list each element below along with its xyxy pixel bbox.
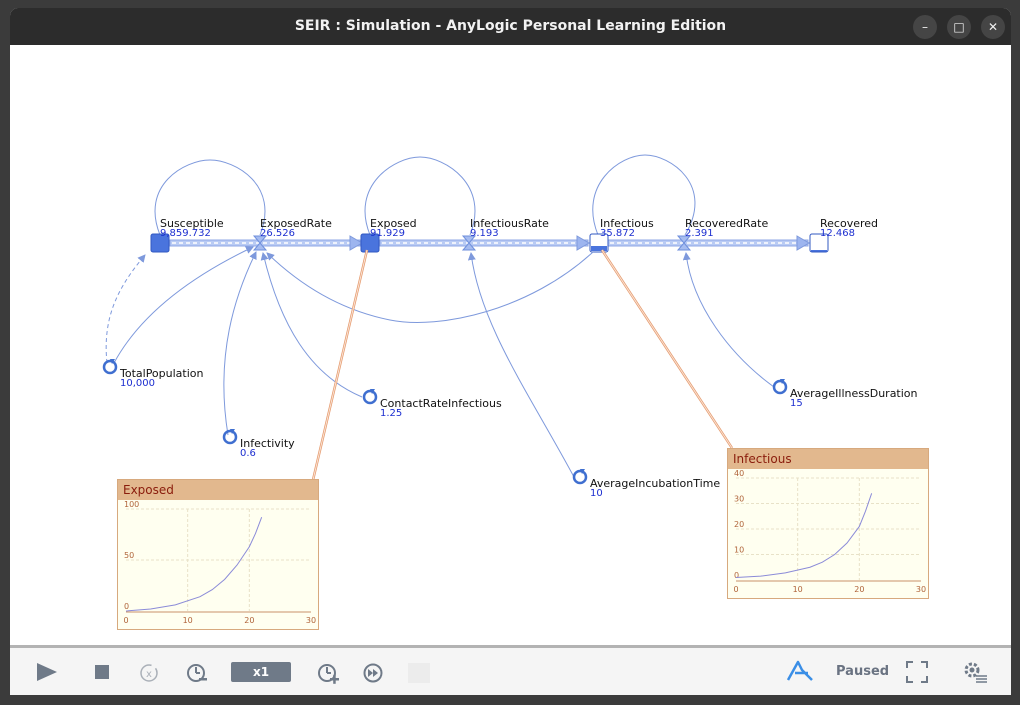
parameter-contactrateinfectious-value: 1.25 bbox=[380, 408, 403, 419]
toolbar-separator bbox=[10, 645, 1011, 648]
infectious-chart-title: Infectious bbox=[728, 449, 928, 469]
flow-pipe-exposed bbox=[169, 235, 363, 251]
y-tick-label: 10 bbox=[734, 546, 744, 555]
link-loop-exposed bbox=[364, 156, 476, 236]
flow-recoveredrate-label: RecoveredRate bbox=[685, 217, 769, 230]
valve-infectiousrate-icon[interactable] bbox=[461, 235, 477, 251]
parameter-totalpopulation-value: 10,000 bbox=[120, 378, 155, 389]
flow-exposedrate-value: 26.526 bbox=[260, 228, 295, 239]
parameter-contactrateinfectious-icon[interactable] bbox=[362, 389, 378, 405]
speed-indicator[interactable]: x1 bbox=[231, 662, 291, 682]
flow-pipe-infectious bbox=[379, 235, 590, 251]
parameter-averageincubationtime-value: 10 bbox=[590, 488, 603, 499]
title-bar: SEIR : Simulation - AnyLogic Personal Le… bbox=[10, 8, 1011, 45]
y-tick-label: 40 bbox=[734, 470, 744, 478]
stock-exposed[interactable] bbox=[360, 233, 380, 253]
step-button[interactable] bbox=[408, 663, 430, 683]
svg-text:x: x bbox=[146, 669, 152, 680]
maximize-button[interactable]: □ bbox=[947, 15, 971, 39]
exposed-chart-title: Exposed bbox=[118, 480, 318, 500]
stock-recovered-level bbox=[811, 250, 827, 252]
y-tick-label: 100 bbox=[124, 501, 139, 509]
valve-recoveredrate-icon[interactable] bbox=[676, 235, 692, 251]
minimize-button[interactable]: – bbox=[913, 15, 937, 39]
link-illness-recoveredrate bbox=[682, 252, 775, 388]
stock-susceptible-value: 9,859.732 bbox=[160, 228, 211, 239]
window-title: SEIR : Simulation - AnyLogic Personal Le… bbox=[294, 18, 727, 34]
parameter-totalpopulation-label: TotalPopulation bbox=[120, 367, 204, 380]
y-tick-label: 0 bbox=[734, 571, 739, 580]
series-line bbox=[735, 493, 873, 578]
parameter-infectivity-label: Infectivity bbox=[240, 437, 295, 450]
parameter-infectivity-value: 0.6 bbox=[240, 448, 256, 459]
link-loop-infectious bbox=[592, 154, 696, 236]
parameter-infectivity-icon[interactable] bbox=[222, 429, 238, 445]
exposed-chart[interactable]: Exposed 0 50 100 0 10 20 30 bbox=[117, 479, 319, 630]
x-tick-label: 20 bbox=[244, 616, 254, 625]
parameter-averageillnessduration-value: 15 bbox=[790, 398, 803, 409]
link-loop-susceptible bbox=[154, 159, 266, 236]
stock-exposed-value: 91.929 bbox=[370, 228, 405, 239]
link-incubation-infectiousrate bbox=[467, 252, 575, 478]
simulation-toolbar: x x1 Paused bbox=[10, 648, 1011, 695]
sd-diagram bbox=[102, 154, 829, 485]
app-window: SEIR : Simulation - AnyLogic Personal Le… bbox=[10, 8, 1011, 695]
stock-infectious-label: Infectious bbox=[600, 217, 654, 230]
x-tick-label: 30 bbox=[916, 585, 926, 594]
parameter-totalpopulation-icon[interactable] bbox=[102, 359, 118, 375]
close-button[interactable]: ✕ bbox=[981, 15, 1005, 39]
y-tick-label: 50 bbox=[124, 551, 134, 560]
stock-susceptible[interactable] bbox=[150, 233, 170, 253]
run-icon[interactable] bbox=[36, 662, 58, 682]
flow-infectiousrate-value: 9.193 bbox=[470, 228, 499, 239]
flow-recoveredrate-value: 2.391 bbox=[685, 228, 714, 239]
link-contact-exposedrate bbox=[260, 252, 363, 398]
anylogic-logo-icon bbox=[786, 660, 813, 681]
x-tick-label: 10 bbox=[793, 585, 803, 594]
parameter-contactrateinfectious-label: ContactRateInfectious bbox=[380, 397, 502, 410]
flow-infectiousrate-label: InfectiousRate bbox=[470, 217, 549, 230]
y-tick-label: 0 bbox=[124, 602, 129, 611]
speed-up-icon[interactable] bbox=[316, 661, 340, 685]
x-tick-label: 0 bbox=[123, 616, 128, 625]
stock-recovered-label: Recovered bbox=[820, 217, 879, 230]
infectious-chart[interactable]: Infectious 0 10 20 30 40 0 10 20 30 bbox=[727, 448, 929, 599]
slow-down-icon[interactable] bbox=[185, 661, 209, 685]
x-tick-label: 10 bbox=[183, 616, 193, 625]
settings-icon[interactable] bbox=[962, 660, 988, 684]
fullscreen-icon[interactable] bbox=[906, 661, 928, 683]
link-infectious-exposedrate bbox=[266, 251, 594, 323]
reset-icon[interactable]: x bbox=[138, 662, 160, 684]
stock-infectious-value: 35.872 bbox=[600, 228, 635, 239]
stop-icon[interactable] bbox=[95, 665, 110, 680]
x-tick-label: 30 bbox=[306, 616, 316, 625]
stock-recovered-value: 12.468 bbox=[820, 228, 855, 239]
infectious-chart-plot: 0 10 20 30 40 0 10 20 30 bbox=[733, 470, 926, 594]
x-tick-label: 20 bbox=[854, 585, 864, 594]
parameter-averageillnessduration-icon[interactable] bbox=[772, 379, 788, 395]
exposed-chart-plot: 0 50 100 0 10 20 30 bbox=[123, 501, 316, 625]
stock-recovered[interactable] bbox=[809, 233, 829, 253]
parameter-averageincubationtime-icon[interactable] bbox=[572, 469, 588, 485]
x-tick-label: 0 bbox=[733, 585, 738, 594]
chart-link-exposed-inner bbox=[312, 249, 368, 481]
simulation-status: Paused bbox=[836, 664, 890, 679]
valve-exposedrate-icon[interactable] bbox=[252, 235, 268, 251]
flow-exposedrate-label: ExposedRate bbox=[260, 217, 332, 230]
stock-susceptible-label: Susceptible bbox=[160, 217, 224, 230]
parameter-averageincubationtime-label: AverageIncubationTime bbox=[590, 477, 721, 490]
y-tick-label: 20 bbox=[734, 520, 744, 529]
stock-infectious-level bbox=[591, 246, 607, 251]
series-line bbox=[125, 516, 263, 612]
link-totalpop-exposedrate bbox=[113, 246, 254, 364]
chart-link-infectious-inner bbox=[601, 249, 733, 449]
parameter-averageillnessduration-label: AverageIllnessDuration bbox=[790, 387, 918, 400]
link-totalpop-susceptible bbox=[105, 254, 146, 364]
link-infectivity-exposedrate bbox=[223, 251, 257, 436]
y-tick-label: 30 bbox=[734, 495, 744, 504]
stock-exposed-label: Exposed bbox=[370, 217, 417, 230]
model-canvas[interactable]: Susceptible 9,859.732 Exposed 91.929 Inf… bbox=[10, 45, 1011, 645]
fast-forward-icon[interactable] bbox=[362, 662, 384, 684]
